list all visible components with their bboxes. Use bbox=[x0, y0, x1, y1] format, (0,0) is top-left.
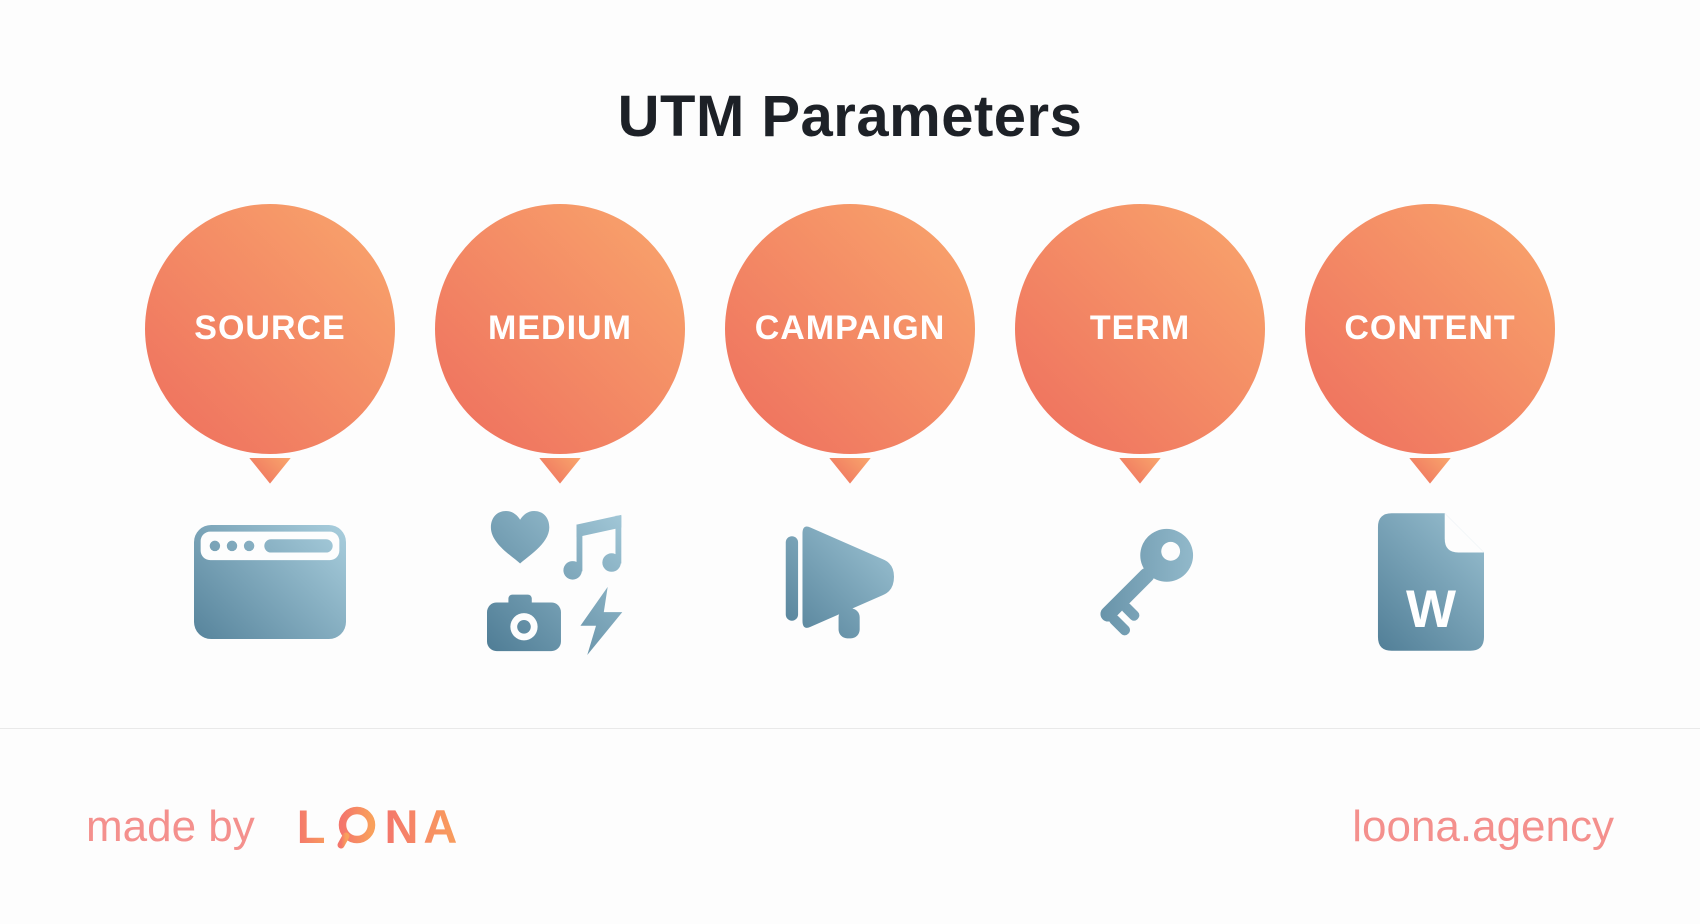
made-by-text: made by bbox=[86, 801, 255, 851]
pointer-down-icon bbox=[829, 457, 871, 484]
source-label: SOURCE bbox=[194, 309, 346, 348]
footer-credit: made by L NA bbox=[86, 799, 462, 854]
agency-site-link[interactable]: loona.agency bbox=[1352, 801, 1614, 851]
browser-window-icon bbox=[194, 506, 346, 658]
medium-bubble: MEDIUM bbox=[435, 203, 685, 454]
loona-logo: L NA bbox=[297, 799, 463, 854]
parameters-row: SOURCE MEDIUM bbox=[145, 203, 1555, 658]
megaphone-icon bbox=[784, 506, 916, 658]
pointer-down-icon bbox=[1409, 457, 1451, 484]
logo-suffix: NA bbox=[384, 800, 463, 853]
parameter-medium: MEDIUM bbox=[435, 203, 685, 658]
term-bubble: TERM bbox=[1015, 203, 1265, 454]
content-bubble: CONTENT bbox=[1305, 203, 1555, 454]
pointer-down-icon bbox=[249, 457, 291, 484]
page-title: UTM Parameters bbox=[617, 84, 1083, 149]
parameter-source: SOURCE bbox=[145, 203, 395, 658]
loona-o-icon bbox=[337, 806, 376, 848]
content-label: CONTENT bbox=[1344, 309, 1516, 348]
document-letter: W bbox=[1406, 580, 1456, 639]
campaign-bubble: CAMPAIGN bbox=[725, 203, 975, 454]
main-section: UTM Parameters SOURCE bbox=[145, 84, 1555, 658]
parameter-term: TERM bbox=[1015, 203, 1265, 658]
pointer-down-icon bbox=[539, 457, 581, 484]
term-label: TERM bbox=[1089, 309, 1191, 348]
logo-prefix: L bbox=[296, 800, 331, 853]
source-bubble: SOURCE bbox=[145, 203, 395, 454]
parameter-content: CONTENT W bbox=[1305, 203, 1555, 658]
media-heart-music-camera-bolt-icon bbox=[487, 506, 633, 658]
footer: made by L NA loona.agency bbox=[0, 728, 1700, 924]
key-icon bbox=[1074, 506, 1206, 658]
medium-label: MEDIUM bbox=[488, 309, 632, 348]
pointer-down-icon bbox=[1119, 457, 1161, 484]
parameter-campaign: CAMPAIGN bbox=[725, 203, 975, 658]
word-document-icon: W bbox=[1376, 506, 1484, 658]
campaign-label: CAMPAIGN bbox=[754, 309, 946, 348]
